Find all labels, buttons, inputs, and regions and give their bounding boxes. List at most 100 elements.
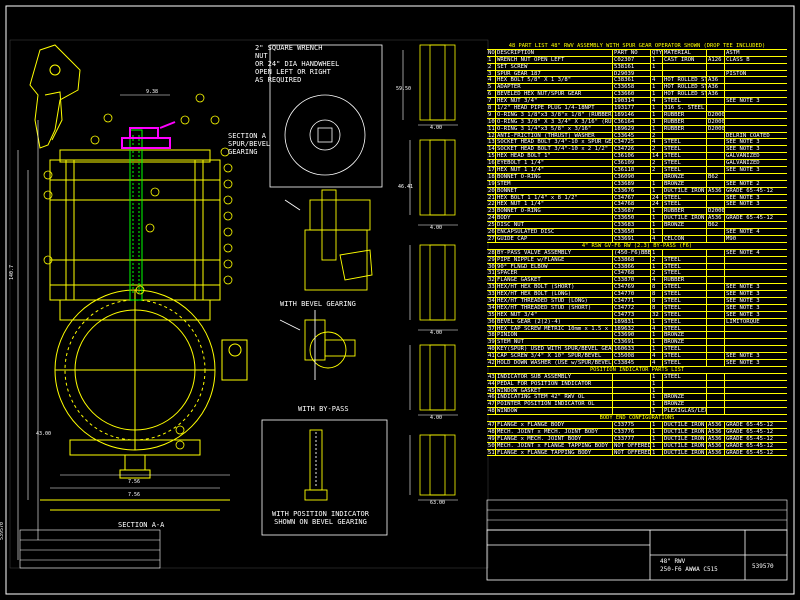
table-cell: A536	[707, 421, 725, 428]
table-cell: 538161	[613, 63, 651, 70]
table-cell: 2	[651, 160, 663, 167]
table-cell: RUBBER	[663, 125, 707, 132]
table-cell: CAST IRON	[663, 56, 707, 63]
table-cell: 1	[651, 380, 663, 387]
table-cell: C38361	[613, 77, 651, 84]
table-cell: PLEXIGLAS/LEXAN	[663, 408, 707, 415]
table-cell: STEEL	[663, 153, 707, 160]
table-cell: D2000	[708, 208, 725, 215]
table-cell	[707, 291, 725, 297]
table-cell: C34773	[613, 311, 651, 318]
table-cell	[725, 84, 787, 90]
table-cell: C34768	[613, 270, 651, 277]
table-cell: INDICATOR SUB ASSEMBLY	[496, 373, 613, 380]
table-cell	[707, 353, 725, 359]
table-cell	[663, 63, 707, 70]
body-end-section-title: BODY END CONFIGURATIONS	[487, 415, 787, 422]
table-cell: C33650	[613, 229, 651, 235]
table-cell: GUIDE CAP	[496, 235, 613, 242]
table-cell: C36090	[613, 173, 651, 180]
table-cell: EYEBOLT 1 1/4"	[496, 160, 613, 167]
table-cell: 189632	[613, 325, 651, 332]
table-cell	[707, 339, 725, 346]
table-cell: MECH. JOINT x FLANGE TAPPING BODY	[496, 442, 613, 449]
table-cell: 1	[651, 84, 663, 91]
table-cell: 27	[488, 235, 496, 242]
table-cell: 34b	[488, 304, 496, 311]
table-cell: O-RING 3 1/8"x3 3/8"x 1/8" (RUBBER)	[497, 111, 613, 118]
table-cell: D29039	[613, 70, 651, 77]
table-cell: 7	[487, 98, 496, 105]
table-cell: BONNET O-RING	[496, 208, 613, 215]
table-cell: 48	[488, 428, 496, 435]
table-cell: C33683	[613, 222, 651, 229]
table-cell: C33868	[613, 256, 651, 263]
table-cell: DELRIN COATED	[726, 132, 770, 139]
table-cell: 38	[488, 332, 496, 339]
table-cell: STEEL	[663, 270, 707, 277]
table-cell: 1	[651, 105, 663, 111]
table-cell: NOT OFFERED	[614, 442, 651, 449]
flange-profile-detail	[29, 44, 81, 149]
table-cell: CLASS B	[726, 56, 750, 63]
table-cell: 4	[651, 359, 663, 366]
table-cell: LIMITORQUE	[726, 318, 760, 325]
table-cell: 4	[651, 277, 663, 284]
table-cell: SEE NOTE 3	[726, 201, 760, 208]
table-cell: D2000	[708, 111, 725, 118]
table-row: 10O-RING 3 3/8" X 3 3/4" X 3/16" (RUBBER…	[487, 118, 787, 126]
table-cell: 39	[488, 339, 496, 346]
table-cell: 13	[488, 139, 496, 146]
table-cell: 4	[651, 77, 663, 84]
table-cell: C34772	[613, 304, 651, 311]
table-cell: 15	[488, 153, 496, 160]
table-cell: B62	[707, 173, 725, 180]
table-cell: 24	[488, 215, 496, 222]
table-cell: SEE NOTE 3	[726, 167, 760, 173]
table-cell: 14	[488, 146, 496, 153]
table-cell: 193177	[613, 105, 651, 111]
table-cell: RUBBER	[663, 277, 707, 284]
table-cell: STEEL	[663, 201, 707, 208]
table-cell: C34767	[613, 194, 651, 201]
table-cell: 24	[651, 201, 663, 208]
table-cell: HEX NUT 1 1/4"	[496, 201, 613, 208]
table-cell: 17	[488, 167, 496, 173]
table-cell: 1	[651, 339, 663, 346]
table-cell: 4	[651, 139, 663, 146]
table-cell: SEE NOTE 3	[726, 139, 760, 146]
table-cell	[725, 408, 787, 414]
table-cell	[707, 132, 725, 139]
parts-list-table: 48 PART LIST 48" RWV ASSEMBLY WITH SPUR …	[487, 43, 787, 457]
table-cell	[725, 270, 787, 276]
table-cell: O-RING 3 3/8" X 3 3/4" X 3/16" (RUBBER)	[497, 118, 613, 125]
table-cell: BRONZE	[663, 222, 707, 229]
table-cell: 1	[651, 408, 663, 415]
table-cell	[707, 70, 725, 77]
table-cell: 10	[488, 118, 496, 125]
table-cell: 51	[488, 449, 496, 456]
table-cell: SEE NOTE 3	[726, 284, 760, 291]
table-cell: 41	[488, 353, 496, 359]
title-block	[486, 529, 788, 581]
table-cell: STEEL	[663, 297, 707, 304]
table-cell	[707, 263, 725, 270]
table-cell: C33777	[613, 435, 651, 442]
table-cell: HEX/HT HEX BOLT (LONG)	[496, 291, 613, 297]
table-cell: STEEL	[663, 263, 707, 270]
table-cell: 5	[487, 84, 496, 91]
table-cell	[663, 380, 707, 387]
table-cell	[725, 277, 787, 283]
